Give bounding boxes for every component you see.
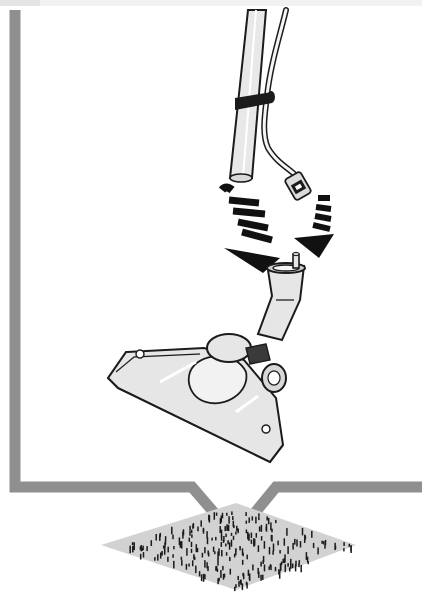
header-tab	[0, 0, 40, 6]
nozzle-neck	[256, 251, 306, 342]
curved-arrow-down-icon	[294, 195, 334, 258]
floor-texture	[129, 511, 352, 592]
cable-clip	[235, 92, 272, 110]
floor-area	[101, 503, 356, 592]
header-strip	[0, 0, 422, 6]
plug-icon	[284, 171, 312, 201]
floor-nozzle	[106, 333, 287, 464]
frame-outline	[9, 10, 422, 546]
curved-arrow-down-icon	[218, 183, 280, 273]
extension-tube	[228, 9, 275, 183]
